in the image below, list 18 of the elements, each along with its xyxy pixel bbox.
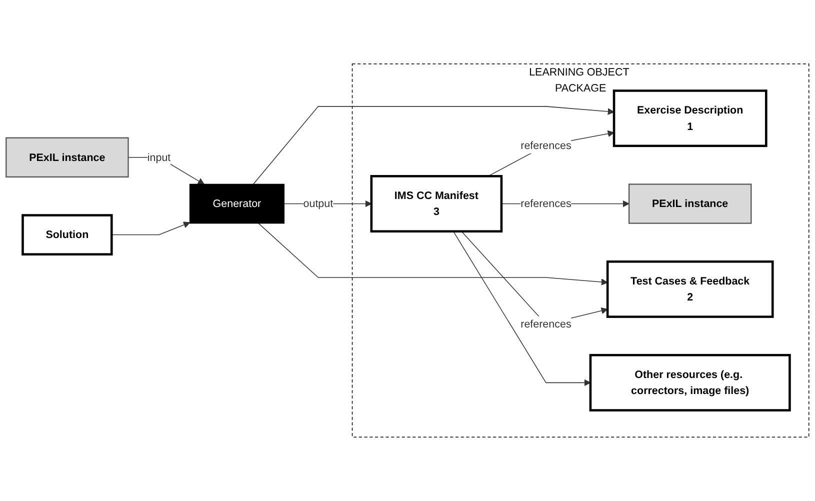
edge-label: references	[520, 138, 572, 152]
arrow	[488, 130, 614, 177]
node-box: Test Cases & Feedback 2	[606, 260, 774, 318]
edge-label: references	[520, 318, 572, 330]
node-box: Generator	[189, 184, 284, 224]
edge-label: references	[520, 197, 572, 210]
arrow	[111, 222, 190, 236]
node-box: PExIL instance	[6, 137, 129, 178]
arrow	[452, 230, 591, 386]
node-box: PExIL instance	[628, 184, 752, 224]
node-box: IMS CC Manifest 3	[370, 175, 503, 232]
edge-label: output	[303, 197, 334, 210]
arrow	[252, 106, 614, 185]
node-box: Other resources (e.g. correctors, image files)	[589, 354, 791, 412]
node-box: Exercise Description 1	[612, 90, 768, 148]
arrow	[258, 222, 608, 286]
edge-label: input	[147, 150, 171, 164]
node-box: Solution	[22, 214, 113, 256]
